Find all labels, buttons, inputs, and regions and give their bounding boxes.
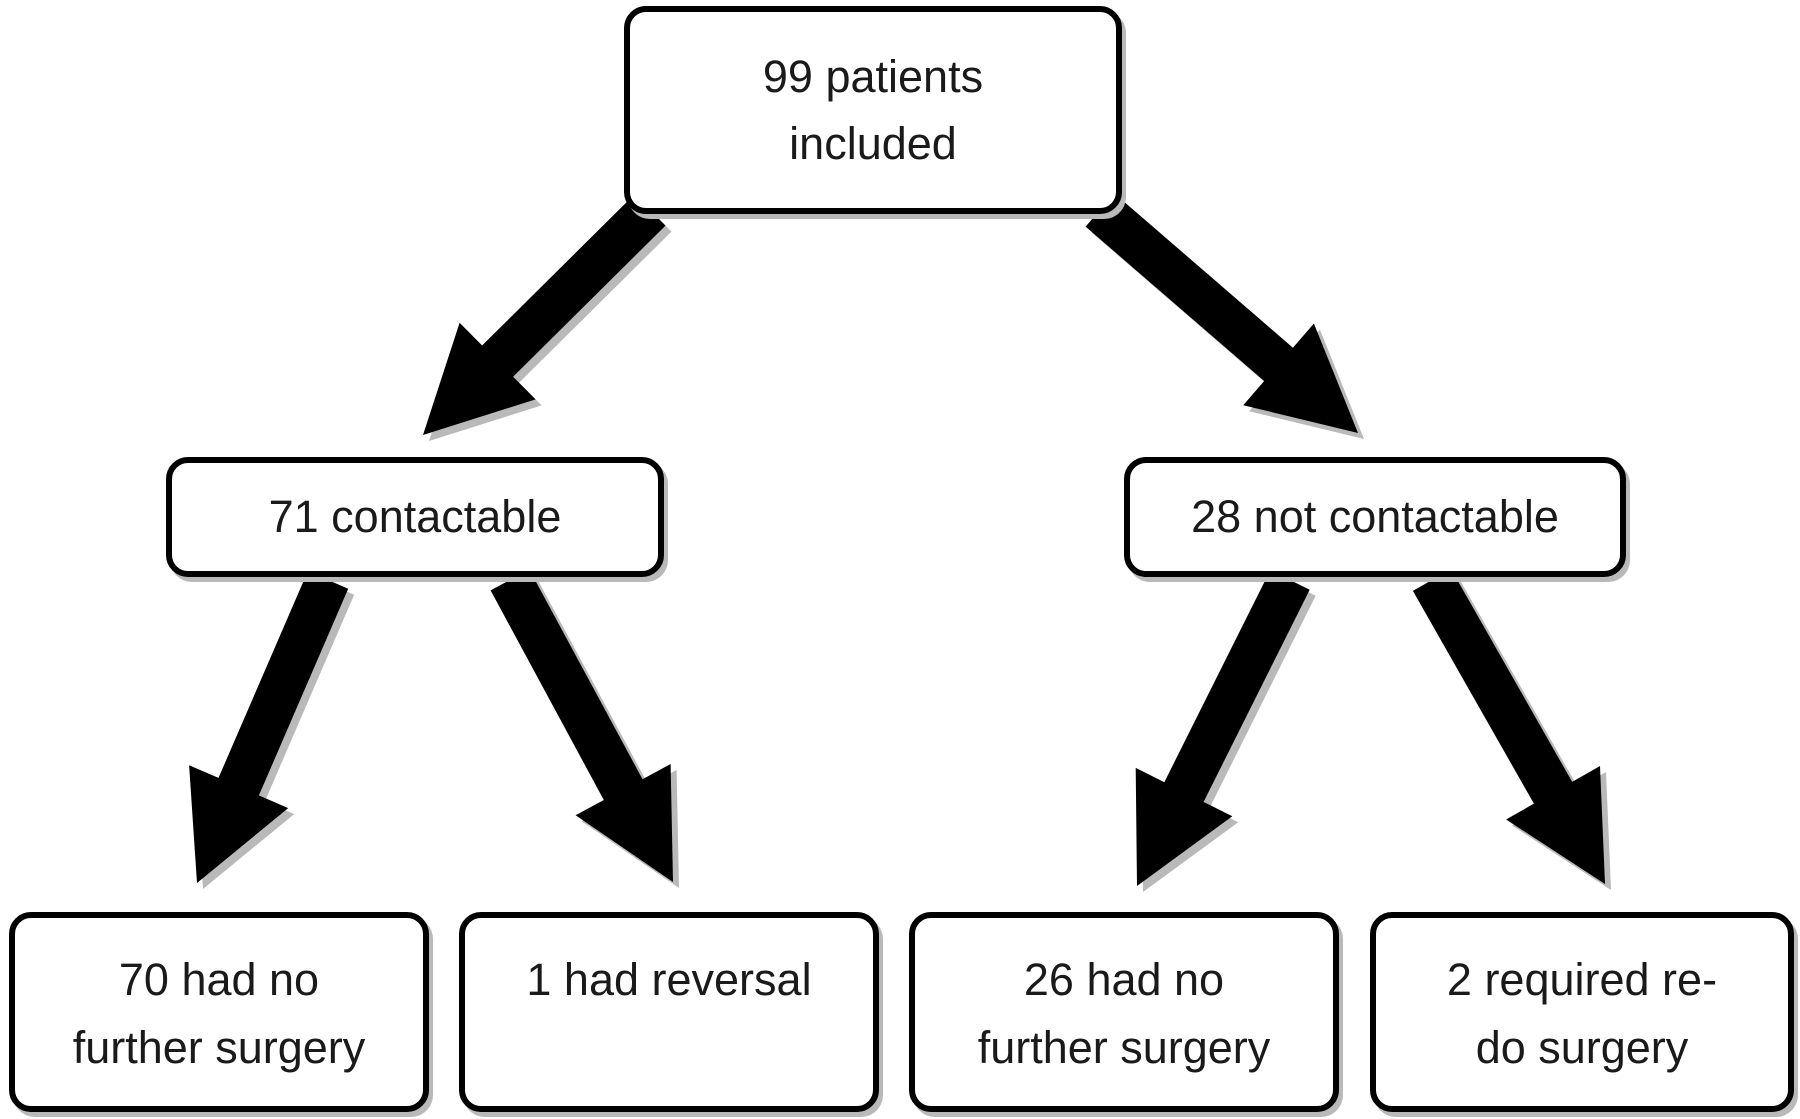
arrow-root-to-contactable (423, 194, 672, 441)
arrow-not-contactable-to-redo (1412, 569, 1611, 890)
node-patients-included: 99 patients included (624, 6, 1122, 214)
node-label: 1 had reversal (526, 954, 812, 1005)
arrow-not-contactable-to-no-further-surgery (1135, 570, 1316, 892)
node-contactable-no-further-surgery: 70 had no further surgery (9, 912, 429, 1112)
arrow-body (423, 194, 666, 435)
node-label: 2 required re- do surgery (1446, 954, 1718, 1073)
node-contactable: 71 contactable (166, 457, 664, 577)
arrow-body (1135, 570, 1310, 886)
arrow-body (490, 569, 673, 882)
arrow-root-to-not-contactable (1085, 193, 1364, 439)
node-not-contactable-no-further-surgery: 26 had no further surgery (909, 912, 1339, 1112)
node-label: 71 contactable (268, 491, 562, 543)
arrow-contactable-to-reversal (490, 569, 679, 888)
node-had-reversal: 1 had reversal (459, 912, 879, 1112)
node-required-redo-surgery: 2 required re- do surgery (1370, 912, 1794, 1112)
node-not-contactable: 28 not contactable (1124, 457, 1626, 577)
node-label: 26 had no further surgery (977, 954, 1271, 1073)
node-label: 70 had no further surgery (72, 954, 366, 1073)
arrow-body (1412, 569, 1605, 884)
node-label: 99 patients included (762, 50, 984, 170)
arrow-contactable-to-no-further-surgery (189, 571, 355, 889)
arrow-body (1085, 193, 1358, 433)
node-label: 28 not contactable (1191, 491, 1559, 543)
arrow-body (189, 571, 349, 883)
